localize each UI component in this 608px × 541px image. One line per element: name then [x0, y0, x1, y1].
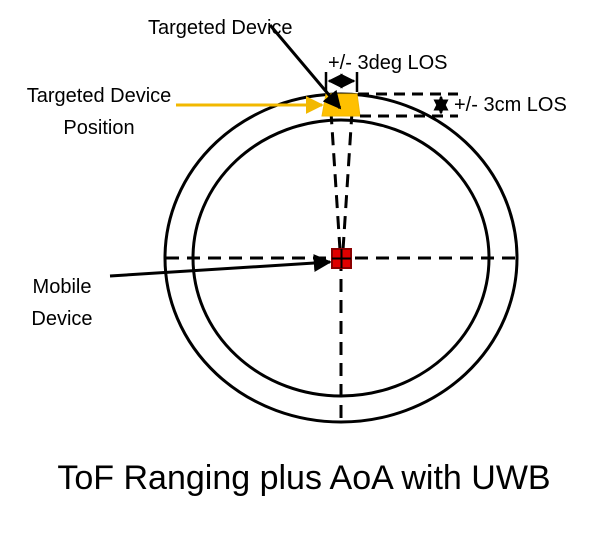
mobile-device-pointer-arrow	[109, 254, 332, 278]
diagram-caption: ToF Ranging plus AoA with UWB	[57, 459, 551, 497]
aoa-cone-left-line	[329, 111, 342, 251]
targeted-device-position-label: Targeted Device Position	[14, 80, 184, 144]
aoa-cone-right-line	[341, 111, 354, 251]
angle-tolerance-label: +/- 3deg LOS	[328, 52, 448, 74]
mobile-device-label: Mobile Device	[20, 271, 104, 335]
mobile-device-label-line2: Device	[31, 308, 93, 330]
targeted-device-position-label-line2: Position	[63, 117, 135, 139]
targeted-device-position-label-line1: Targeted Device	[26, 85, 172, 107]
targeted-device-position-marker	[321, 93, 361, 117]
distance-tolerance-label: +/- 3cm LOS	[454, 94, 567, 116]
targeted-device-label: Targeted Device	[148, 17, 293, 39]
mobile-device-label-line1: Mobile	[32, 276, 92, 298]
targeted-device-pointer-arrow	[268, 24, 342, 110]
